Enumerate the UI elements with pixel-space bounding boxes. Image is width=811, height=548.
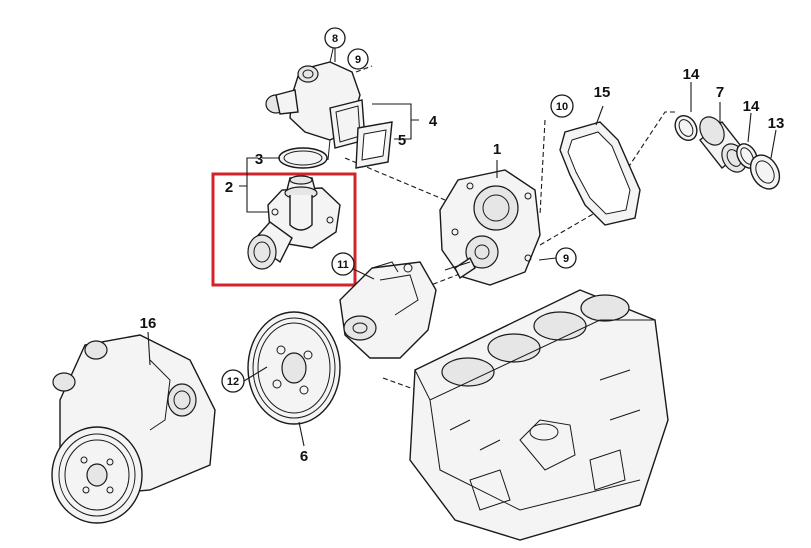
water-pump-1 — [439, 169, 541, 286]
label-3: 3 — [255, 151, 263, 168]
label-13: 13 — [768, 115, 785, 132]
callout-9-top: 9 — [355, 54, 361, 66]
callout-10: 10 — [556, 101, 568, 113]
gasket-15 — [559, 121, 641, 226]
label-5: 5 — [398, 132, 406, 149]
callout-9-top-circle — [347, 48, 369, 70]
callout-12: 12 — [227, 376, 239, 388]
callout-9-right: 9 — [563, 253, 569, 265]
pulley-6 — [247, 311, 341, 425]
thermostat-2 — [247, 175, 341, 270]
callout-11: 11 — [337, 259, 349, 271]
callout-10-circle — [550, 94, 574, 118]
bracket-11 — [339, 261, 437, 359]
label-7: 7 — [716, 84, 724, 101]
pipe-fitting-13 — [749, 154, 781, 190]
label-2: 2 — [225, 179, 233, 196]
label-15: 15 — [594, 84, 611, 101]
callout-12-circle — [221, 369, 245, 393]
pump-assembly-16 — [51, 334, 216, 524]
part-number-labels: 1 2 3 4 5 6 7 13 14 14 15 16 — [140, 66, 785, 465]
thermostat-highlight-box — [211, 172, 357, 287]
label-14-left: 14 — [683, 66, 700, 83]
engine-block — [409, 289, 669, 541]
label-1: 1 — [493, 141, 501, 158]
callout-8: 8 — [332, 33, 338, 45]
label-4: 4 — [429, 113, 438, 130]
upper-thermostat-housing — [265, 39, 366, 161]
gasket-5 — [355, 121, 393, 169]
callout-11-circle — [331, 252, 355, 276]
label-16: 16 — [140, 315, 157, 332]
o-ring-14-left — [674, 114, 698, 142]
callout-9-right-circle — [555, 247, 577, 269]
callout-8-circle — [324, 27, 346, 49]
circled-callouts: 8 9 9 10 11 12 — [221, 27, 577, 393]
label-14-right: 14 — [743, 98, 760, 115]
label-6: 6 — [300, 448, 308, 465]
